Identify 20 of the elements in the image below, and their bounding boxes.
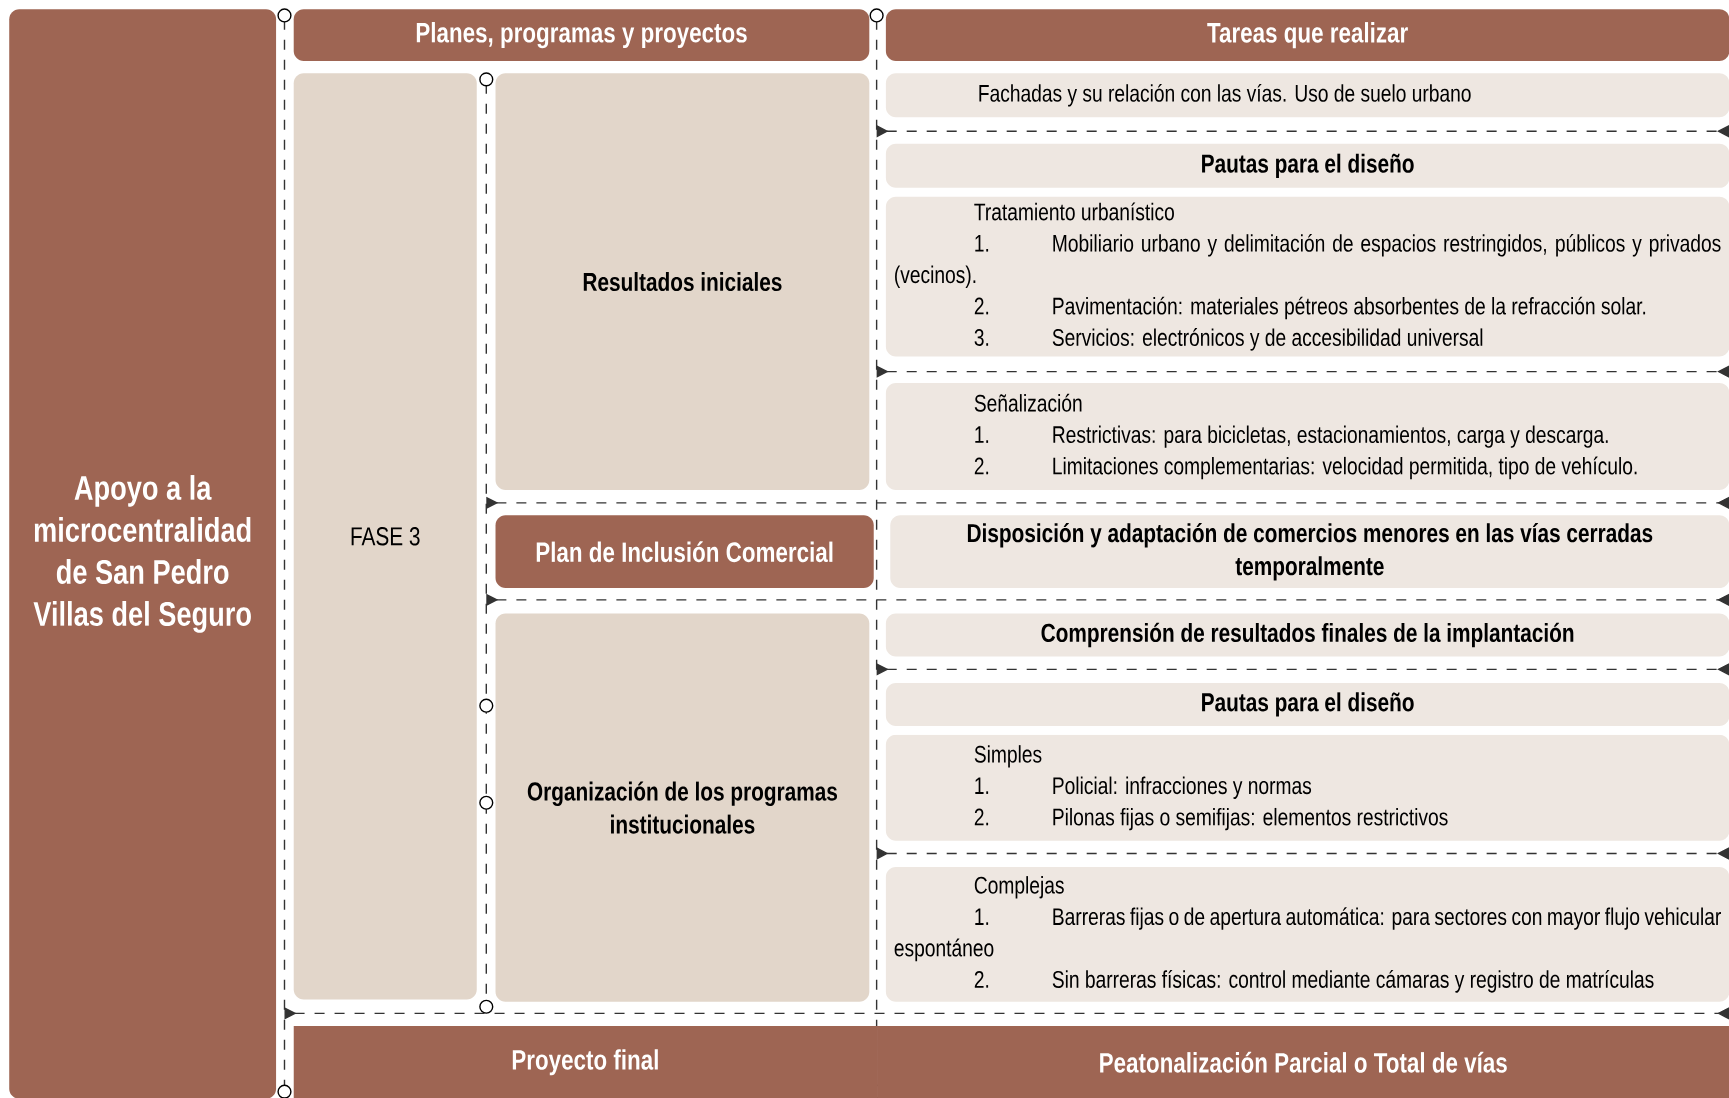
footer-box: Proyecto final — [293, 1025, 878, 1098]
node-label: Proyecto final — [512, 1049, 658, 1076]
list-box: Señalización 1. Restrictivas: para bicicletas, estacionamientos, carga y descarga. 2. Limitaciones complementarias: velocidad permitida, tipo de vehículo. — [885, 382, 1729, 490]
task-box: Fachadas y su relación con las vías. Uso de suelo urbano — [885, 73, 1729, 118]
task-box: Disposición y adaptación de comercios menores en las vías cerradas temporalmente — [890, 515, 1729, 588]
category-box: Organización de los programas institucionales — [495, 613, 870, 1002]
header-box: Plan de Inclusión Comercial — [495, 515, 874, 588]
footer-box: Peatonalización Parcial o Total de vías — [877, 1025, 1729, 1098]
category-box: Resultados iniciales — [495, 73, 870, 490]
task-box: Comprensión de resultados finales de la implantación — [885, 613, 1729, 657]
phase-box: FASE 3 — [293, 73, 477, 1000]
title-box: Apoyo a la microcentralidad de San Pedro Villas del Seguro — [9, 9, 277, 1098]
node-label: Peatonalización Parcial o Total de vías — [1100, 1051, 1507, 1073]
header-box: Planes, programas y proyectos — [293, 9, 870, 61]
task-box: Pautas para el diseño — [885, 682, 1729, 726]
list-box: Tratamiento urbanístico 1. Mobiliario urbano y delimitación de espacios restringidos, públicos y privados (vecinos). 2. Pavimentación: materiales pétreos absorbentes de la refracción solar. 3. Servicios: electrónicos y de accesibilidad universal — [885, 196, 1729, 357]
list-box: Simples 1. Policial: infracciones y normas 2. Pilonas fijas o semifijas: elementos restrictivos — [885, 734, 1729, 841]
task-box: Pautas para el diseño — [885, 143, 1729, 188]
list-box: Complejas 1. Barreras fijas o de apertura automática: para sectores con mayor flujo vehicular espontáneo 2. Sin barreras físicas: control mediante cámaras y registro de matrículas — [885, 867, 1729, 1002]
header-box: Tareas que realizar — [885, 9, 1729, 61]
